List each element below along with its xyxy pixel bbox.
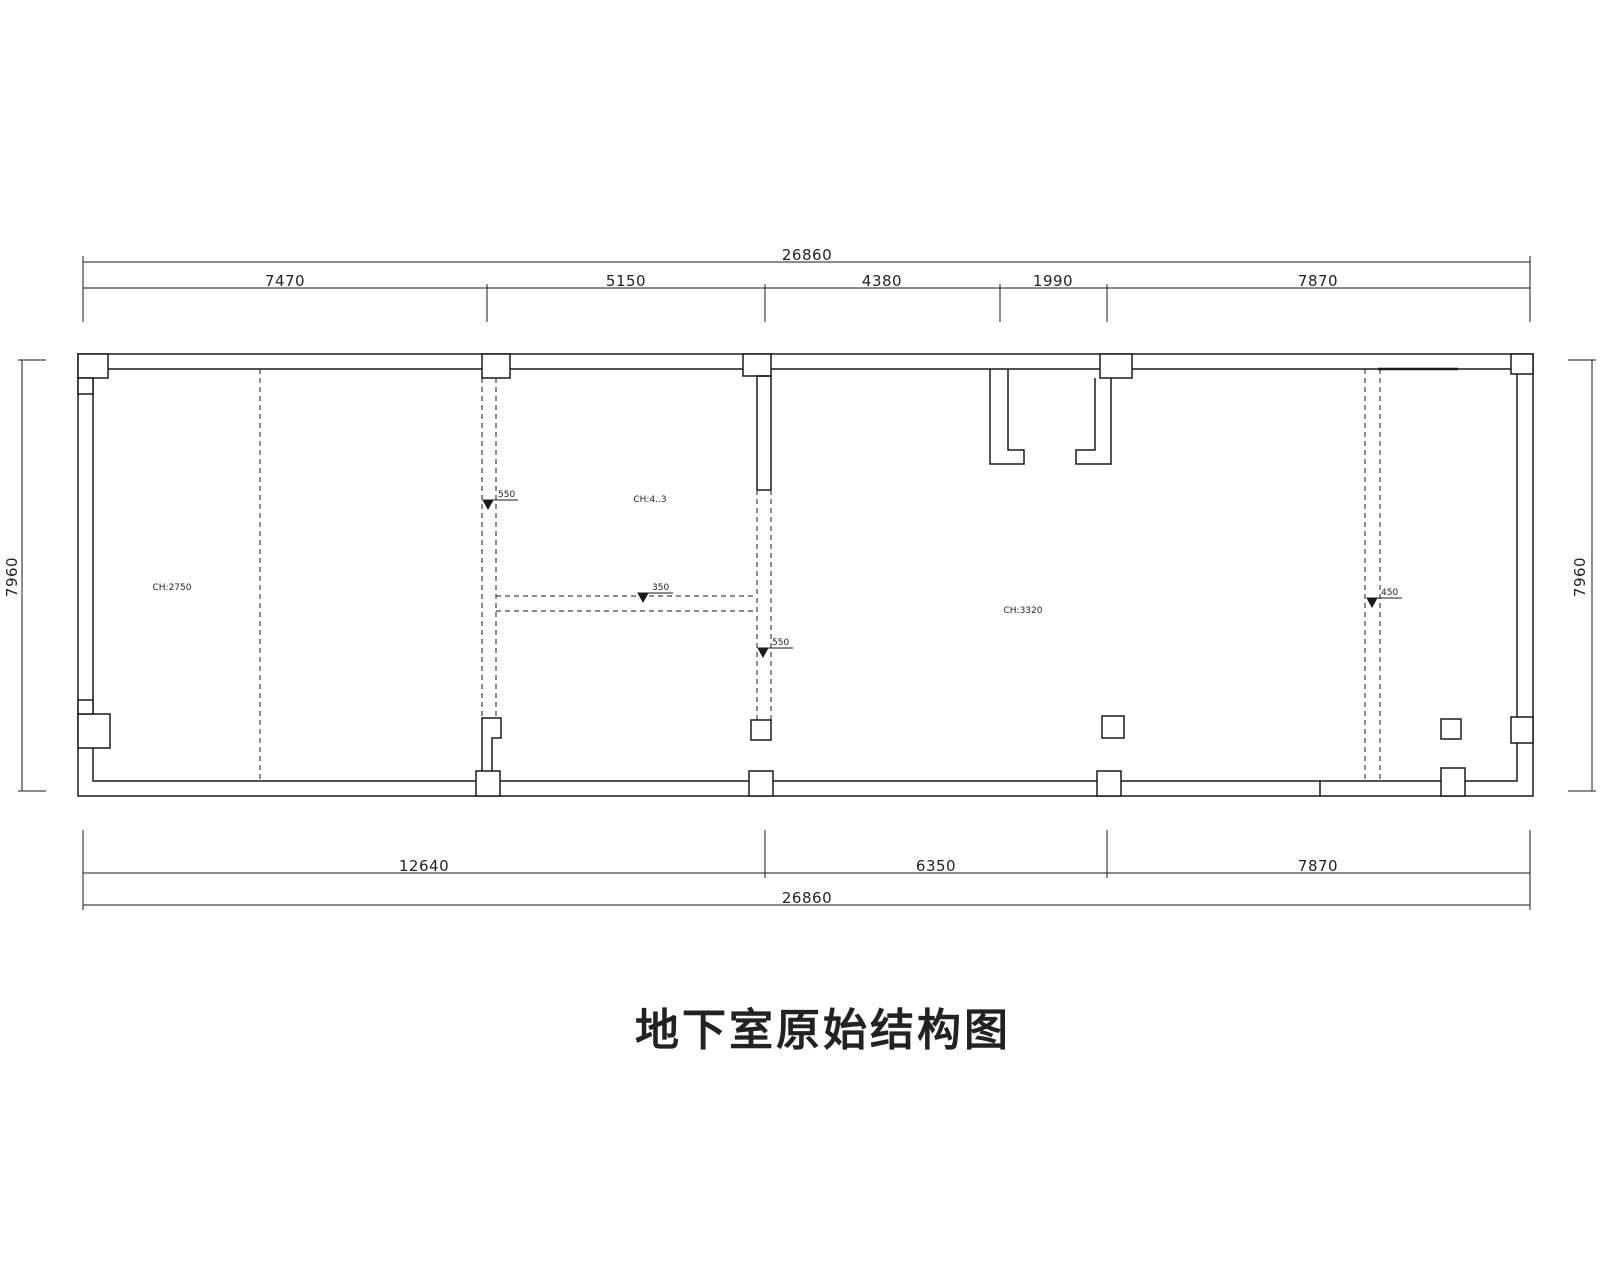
beam-markers <box>482 499 1402 659</box>
bottom-total-dimension: 26860 <box>782 889 832 907</box>
beam-label-1: 550 <box>498 490 515 500</box>
side-dimension-lines <box>18 359 1596 792</box>
bottom-segment-1: 12640 <box>399 857 449 875</box>
drawing-title: 地下室原始结构图 <box>635 1005 1011 1056</box>
building-walls <box>77 353 1534 797</box>
beam-marker-1 <box>482 499 494 511</box>
ceiling-height-room-3: CH:3320 <box>1004 606 1043 616</box>
ceiling-height-room-1: CH:2750 <box>153 583 192 593</box>
beam-marker-2 <box>637 592 649 604</box>
top-total-dimension: 26860 <box>782 246 832 264</box>
left-height-dimension: 7960 <box>3 557 21 597</box>
top-dimension-lines <box>82 256 1531 322</box>
interior-wall-stubs <box>481 367 1458 796</box>
beam-lines <box>259 369 1381 781</box>
ceiling-height-room-2: CH:4..3 <box>633 495 666 505</box>
bottom-segment-2: 6350 <box>916 857 956 875</box>
top-segment-2: 5150 <box>606 272 646 290</box>
columns <box>77 353 1534 797</box>
beam-marker-4 <box>1366 597 1378 609</box>
beam-label-4: 450 <box>1381 588 1398 598</box>
top-segment-1: 7470 <box>265 272 305 290</box>
top-segment-5: 7870 <box>1298 272 1338 290</box>
beam-label-3: 550 <box>772 638 789 648</box>
top-segment-3: 4380 <box>862 272 902 290</box>
bottom-dimension-lines <box>82 830 1531 910</box>
beam-marker-3 <box>757 647 769 659</box>
right-height-dimension: 7960 <box>1571 557 1589 597</box>
bottom-segment-3: 7870 <box>1298 857 1338 875</box>
top-segment-4: 1990 <box>1033 272 1073 290</box>
beam-label-2: 350 <box>652 583 669 593</box>
